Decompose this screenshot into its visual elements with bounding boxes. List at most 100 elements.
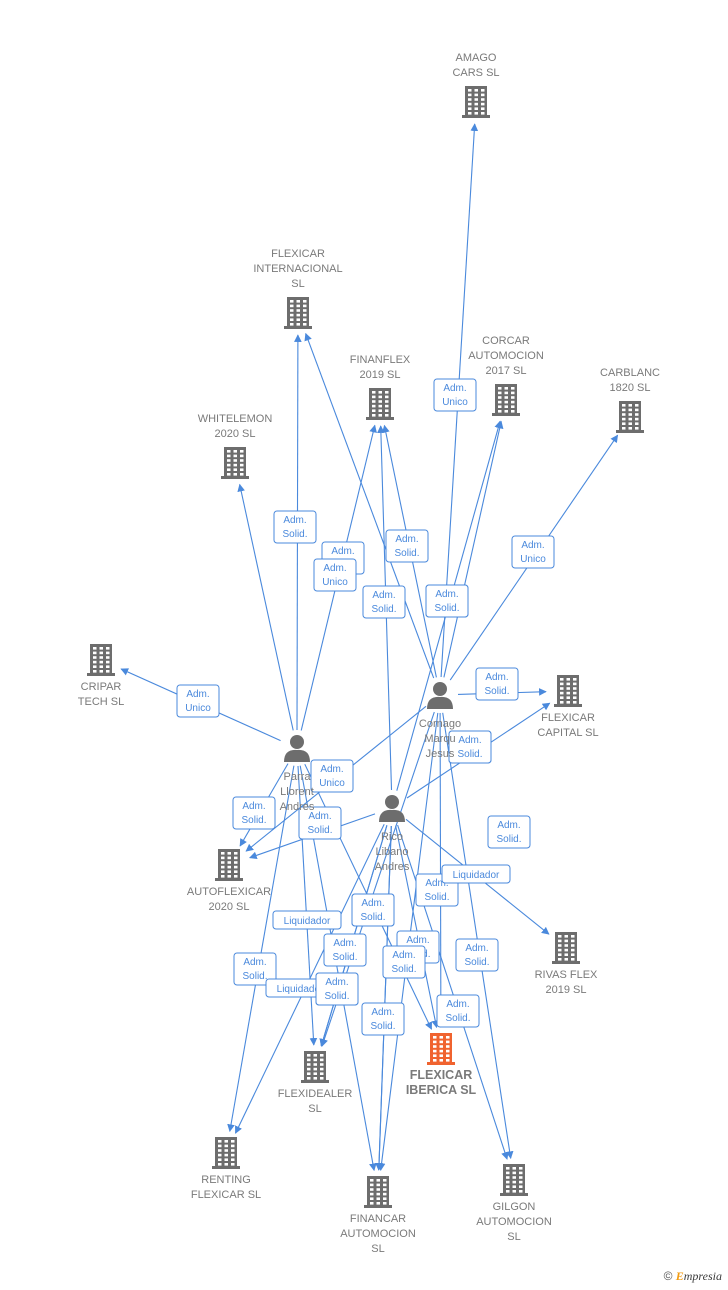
edge-label-parra-flexicar_int[interactable]: Adm.Unico — [313, 558, 357, 592]
edge-label-text: Adm. — [485, 672, 508, 683]
edge-label-rico-gilgon[interactable]: Adm.Solid. — [436, 994, 480, 1028]
edge-label-parra-cripar[interactable]: Adm. Unico — [176, 684, 220, 718]
edge-label-text: Adm. — [283, 515, 306, 526]
edge-label-text: Adm. — [497, 820, 520, 831]
person-icon — [379, 795, 405, 822]
edge-label-rico-flexidealer[interactable]: Liquidador — [441, 864, 511, 884]
edge-cornago-flexicar_int — [304, 332, 435, 679]
edge-label-text: Adm. — [331, 546, 354, 557]
node-label-flexicar_capital: FLEXICAR — [541, 712, 595, 724]
node-label-rico: Andres — [375, 861, 410, 873]
edge-label-cornago-flexicar_capital[interactable]: Adm.Solid. — [475, 667, 519, 701]
edge-label-text: Adm. — [371, 1007, 394, 1018]
edge-label-text: Liquidador — [277, 984, 324, 995]
edge-label-parra-flexicar_iberica[interactable]: Adm.Solid. — [382, 945, 426, 979]
node-label-renting: RENTING — [201, 1174, 251, 1186]
edge-label-text: Solid. — [371, 604, 396, 615]
edge-label-text: Liquidador — [453, 870, 500, 881]
node-label-cripar: TECH SL — [78, 696, 124, 708]
edge-label-text: Solid. — [241, 815, 266, 826]
edge-label-box — [433, 378, 477, 412]
edge-label-parra-finanflex[interactable]: Adm. Solid. — [362, 585, 406, 619]
node-label-corcar: 2017 SL — [486, 365, 527, 377]
edge-label-box — [448, 730, 492, 764]
edge-label-box — [323, 933, 367, 967]
edge-label-rico-financar[interactable]: Adm.Solid. — [351, 893, 395, 927]
edge-label-text: Adm. — [435, 589, 458, 600]
edge-label-rico-flexicar_iberica[interactable]: Adm.Solid. — [315, 972, 359, 1006]
edge-label-text: Adm. — [395, 534, 418, 545]
edge-label-rico-autoflexicar[interactable]: Adm.Solid. — [487, 815, 531, 849]
edge-label-text: Solid. — [282, 529, 307, 540]
edge-label-text: Solid. — [307, 825, 332, 836]
edge-label-rico-corcar[interactable]: Adm.Unico — [310, 759, 354, 793]
edge-label-cornago-flexidealer[interactable]: Adm.Solid. — [361, 1002, 405, 1036]
node-label-flexicar_iberica: FLEXICAR — [410, 1068, 473, 1082]
person-icon — [284, 735, 310, 762]
edge-label-text: Liquidador — [284, 916, 331, 927]
edge-label-parra-whitelemon[interactable]: Adm. Solid. — [273, 510, 317, 544]
edge-label-text: Adm. — [186, 689, 209, 700]
edge-label-rico-flexicar_capital[interactable]: Adm.Solid. — [425, 584, 469, 618]
edge-label-text: Unico — [520, 554, 546, 565]
edge-label-parra-flexidealer[interactable]: Liquidador — [272, 910, 342, 930]
edge-label-box — [455, 938, 499, 972]
edge-label-box — [385, 529, 429, 563]
edge-label-cornago-carblanc[interactable]: Adm. Unico — [511, 535, 555, 569]
edge-label-text: Adm. — [308, 811, 331, 822]
node-label-cornago: Cornago — [419, 718, 461, 730]
edge-label-rico-financar[interactable]: Adm.Solid. — [323, 933, 367, 967]
node-label-rivas: RIVAS FLEX — [535, 969, 598, 981]
edge-label-cornago-finanflex[interactable]: Adm.Solid. — [385, 529, 429, 563]
building-icon — [215, 849, 243, 881]
node-label-finanflex: FINANFLEX — [350, 354, 411, 366]
building-icon — [87, 644, 115, 676]
edge-label-cornago-amago[interactable]: Adm.Unico — [433, 378, 477, 412]
edge-label-box — [315, 972, 359, 1006]
building-icon — [364, 1176, 392, 1208]
node-label-gilgon: SL — [507, 1231, 520, 1243]
edge-label-box — [362, 585, 406, 619]
edge-label-parra-renting[interactable]: Adm.Solid. — [233, 952, 277, 986]
edge-label-text: Solid. — [457, 749, 482, 760]
node-label-flexicar_int: INTERNACIONAL — [253, 263, 342, 275]
edge-label-parra-autoflexicar[interactable]: Adm.Solid. — [232, 796, 276, 830]
node-label-autoflexicar: 2020 SL — [209, 901, 250, 913]
edge-label-text: Adm. — [406, 935, 429, 946]
edge-label-text: Adm. — [372, 590, 395, 601]
edge-label-text: Unico — [185, 703, 211, 714]
edge-label-cornago-gilgon[interactable]: Adm.Solid. — [455, 938, 499, 972]
node-label-gilgon: GILGON — [493, 1201, 536, 1213]
edge-label-box — [382, 945, 426, 979]
edge-label-text: Adm. — [320, 764, 343, 775]
edge-label-rico-rivas[interactable]: Adm.Solid. — [448, 730, 492, 764]
edge-label-rico-renting[interactable]: Adm. Solid. — [298, 806, 342, 840]
node-label-amago: CARS SL — [452, 67, 499, 79]
edge-label-text: Adm. — [521, 540, 544, 551]
brand-logo[interactable]: Empresia — [675, 1269, 722, 1283]
node-label-parra: Llorent — [280, 786, 314, 798]
person-icon — [427, 682, 453, 709]
edge-label-text: Solid. — [324, 991, 349, 1002]
edge-label-text: Solid. — [464, 957, 489, 968]
edge-label-box — [511, 535, 555, 569]
